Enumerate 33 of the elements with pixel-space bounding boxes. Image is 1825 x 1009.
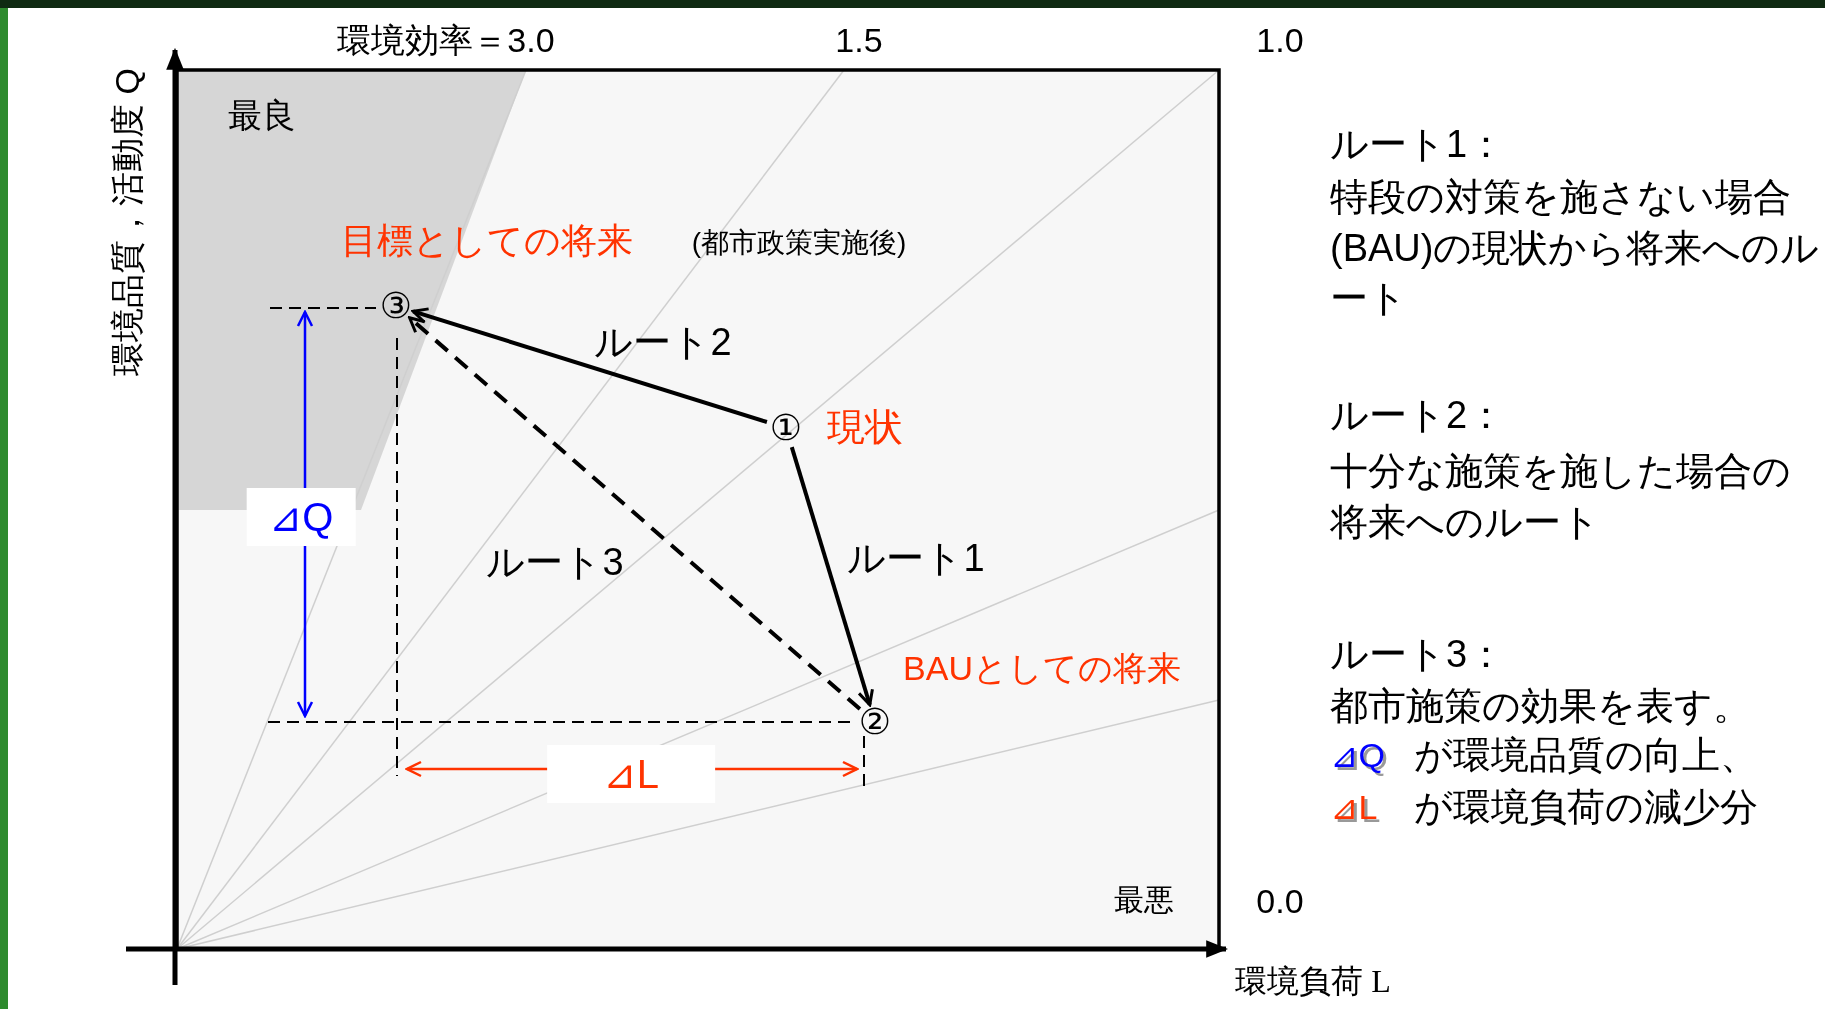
axis-title: 環境負荷 L <box>1235 962 1391 1000</box>
note-heading: ルート1： <box>1330 123 1506 167</box>
note-text: が環境負荷の減少分 <box>1414 786 1758 830</box>
edge-label: ルート1 <box>847 537 985 581</box>
axis-title: 環境品質，活動度 Q <box>108 68 148 376</box>
edge-label: ルート3 <box>486 541 624 585</box>
note-text: 十分な施策を施した場合の将来へのルート <box>1330 449 1792 545</box>
corner-label: 最悪 <box>1114 882 1174 918</box>
point-marker: ② <box>855 702 895 742</box>
edge-label: ルート2 <box>594 321 732 365</box>
point-marker: ③ <box>376 286 416 326</box>
point-label: 現状 <box>827 406 903 450</box>
note-text: 特段の対策を施さない場合(BAU)の現状から将来へのルート <box>1330 175 1820 322</box>
symbol-label: ⊿Q <box>1330 736 1385 776</box>
corner-label: 最良 <box>228 96 296 136</box>
point-label: (都市政策実施後) <box>691 226 907 260</box>
note-text: が環境品質の向上、 <box>1414 734 1758 778</box>
arrow <box>789 446 874 707</box>
point-marker: ① <box>766 408 806 448</box>
note-heading: ルート3： <box>1330 633 1506 677</box>
point-label: 目標としての将来 <box>341 220 633 262</box>
dimension-label: ⊿Q <box>246 488 356 546</box>
point-label: BAUとしての将来 <box>903 649 1181 689</box>
dimension-label: ⊿L <box>547 745 715 803</box>
note-heading: ルート2： <box>1330 394 1506 438</box>
symbol-label: ⊿L <box>1330 788 1378 828</box>
axis-tick-label: 1.0 <box>1256 21 1304 61</box>
axis-tick-label: 環境効率＝3.0 <box>337 21 555 61</box>
arrow <box>411 307 768 424</box>
axis-tick-label: 0.0 <box>1256 882 1304 922</box>
note-text: 都市施策の効果を表す。 <box>1330 685 1751 729</box>
axis-tick-label: 1.5 <box>835 21 883 61</box>
arrow <box>408 316 862 711</box>
